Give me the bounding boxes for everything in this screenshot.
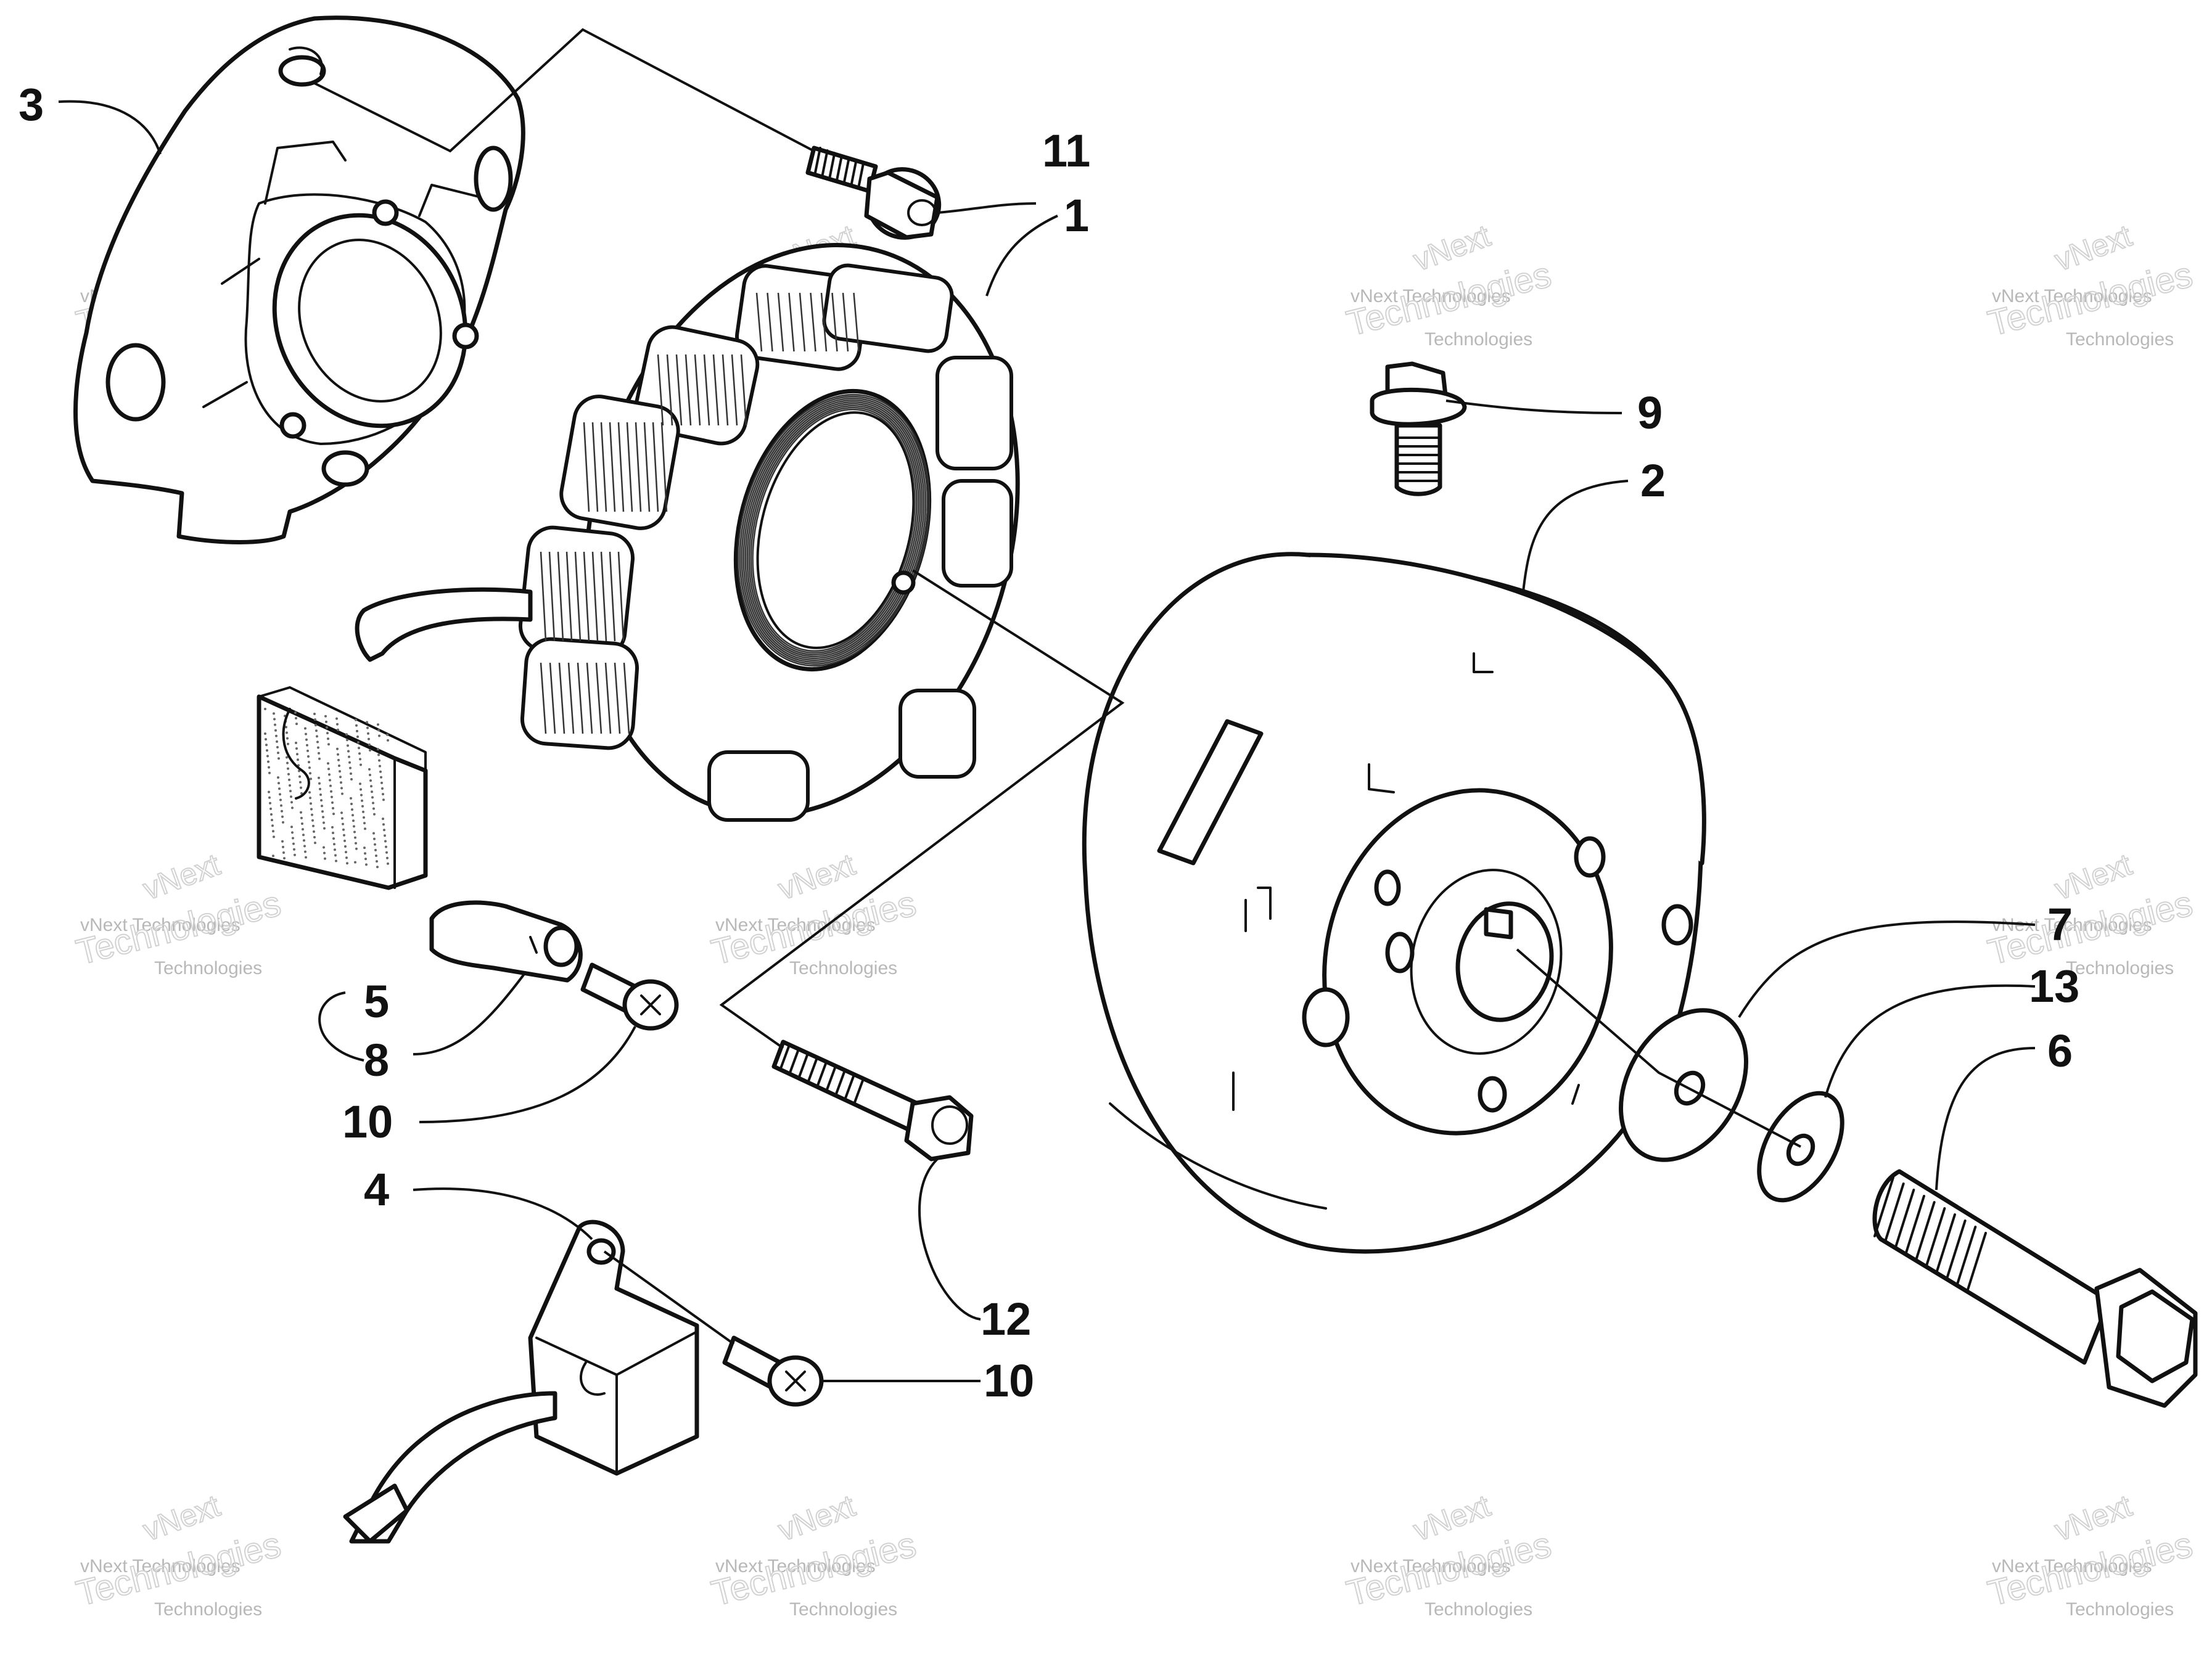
callout-3: 3: [19, 79, 44, 130]
leader-lines: [58, 28, 2036, 1382]
callout-7: 7: [2047, 899, 2073, 950]
watermark-text: vNext Technologies: [1992, 1556, 2152, 1576]
watermark-vnext: vNext: [2050, 1488, 2136, 1547]
callout-labels: 1 2 3 4 5 6 7 8 9 10 10 11 12 13: [19, 79, 2079, 1406]
watermark-text: vNext Technologies: [80, 915, 241, 935]
callout-2: 2: [1640, 455, 1666, 506]
callout-4: 4: [364, 1164, 389, 1215]
watermark-text: vNext Technologies: [1351, 286, 1511, 306]
watermark-vnext: vNext: [139, 847, 224, 906]
part-8-clamp: [429, 900, 583, 983]
watermark-vnext: vNext: [139, 1488, 224, 1547]
watermark-technologies-small: Technologies: [1425, 329, 1532, 350]
callout-5: 5: [364, 976, 389, 1027]
part-6-flywheel-bolt: [1872, 1169, 2198, 1408]
watermark-technologies-small: Technologies: [154, 1599, 262, 1620]
watermark-text: vNext Technologies: [1351, 1556, 1511, 1576]
watermark-text: vNext Technologies: [715, 1556, 876, 1576]
watermark-technologies-small: Technologies: [1425, 1599, 1532, 1620]
part-2-flywheel: [1082, 552, 1706, 1254]
callout-10-lower: 10: [984, 1355, 1034, 1406]
watermark-text: vNext Technologies: [715, 915, 876, 935]
watermark-vnext: vNext: [2050, 218, 2136, 277]
watermark-vnext: vNext: [774, 1488, 860, 1547]
callout-6: 6: [2047, 1025, 2073, 1076]
callout-12: 12: [981, 1293, 1031, 1345]
callout-8: 8: [364, 1035, 389, 1086]
watermark-technologies-small: Technologies: [2066, 1599, 2174, 1620]
part-5-pulser-pad: [257, 686, 428, 890]
watermark-text: vNext Technologies: [1992, 286, 2152, 306]
watermark-technologies-small: Technologies: [789, 1599, 897, 1620]
part-10-screw-lower: [722, 1335, 824, 1407]
callout-1: 1: [1064, 190, 1089, 241]
part-3-stator-plate: [73, 15, 525, 544]
watermark-vnext: vNext: [1409, 218, 1495, 277]
watermark-text: vNext Technologies: [1992, 915, 2152, 935]
watermark-technologies-small: Technologies: [2066, 958, 2174, 978]
callout-13: 13: [2029, 961, 2079, 1012]
watermark-vnext: vNext: [774, 847, 860, 906]
part-12-bolt: [771, 1039, 974, 1162]
callout-11: 11: [1042, 125, 1090, 176]
part-9-bolt: [1370, 361, 1467, 496]
watermark-technologies-small: Technologies: [2066, 329, 2174, 350]
callout-9: 9: [1637, 387, 1663, 438]
watermark-text: vNext Technologies: [80, 1556, 241, 1576]
part-4-pulser-coil: [343, 1219, 699, 1544]
watermark-technologies-small: Technologies: [789, 958, 897, 978]
watermark-vnext: vNext: [2050, 847, 2136, 906]
part-11-bolt: [805, 145, 942, 240]
watermark-technologies-small: Technologies: [154, 958, 262, 978]
part-1-stator: [355, 243, 1020, 822]
part-10-screw-upper: [580, 962, 679, 1031]
callout-10-upper: 10: [342, 1096, 393, 1147]
watermark-vnext: vNext: [1409, 1488, 1495, 1547]
